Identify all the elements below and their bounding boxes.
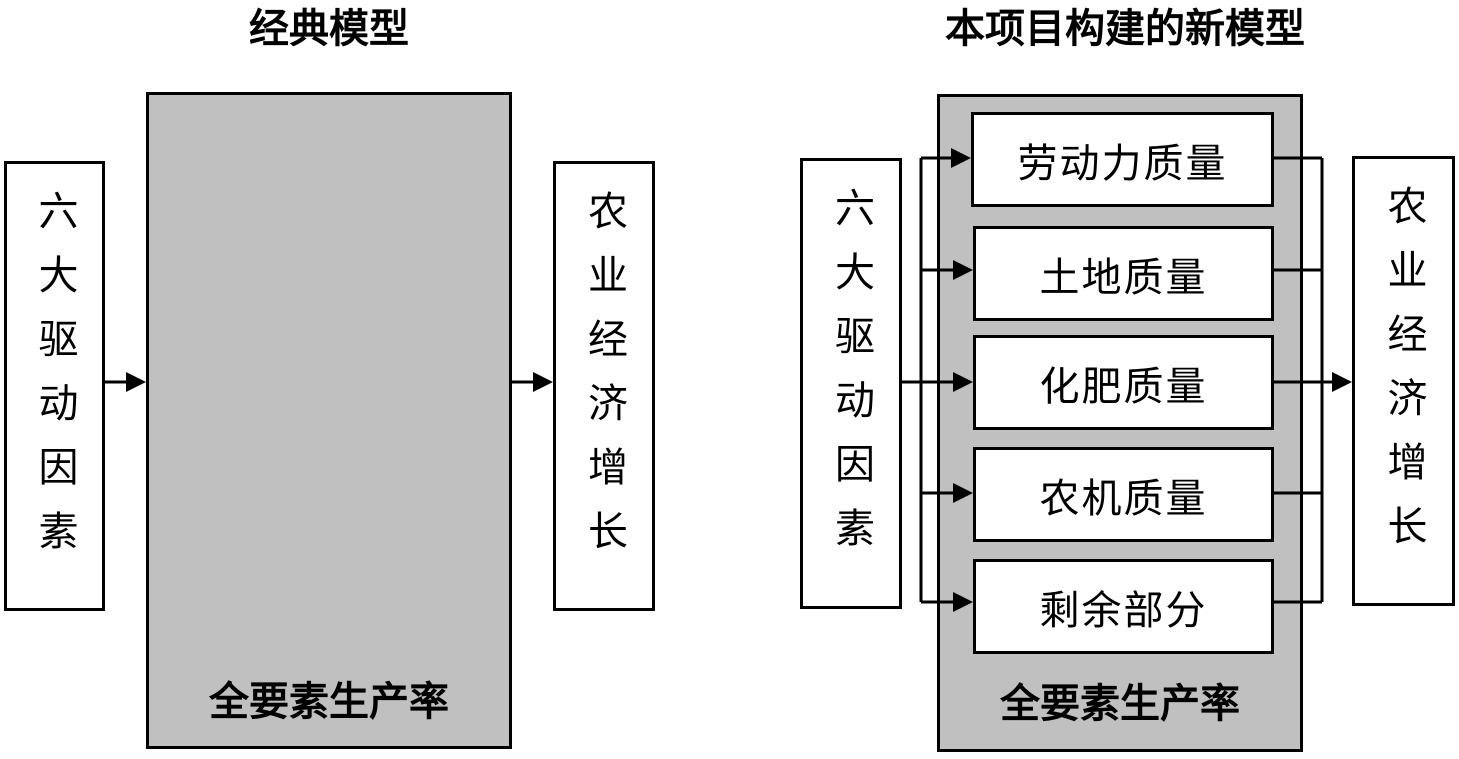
classic-arrowhead-in <box>126 372 146 392</box>
component-box-land-quality: 土地质量 <box>973 226 1274 321</box>
new-arrowhead-2 <box>953 260 973 280</box>
new-input-label: 六大驱动因素 <box>828 187 874 571</box>
new-input-box: 六大驱动因素 <box>800 158 902 609</box>
component-label: 农机质量 <box>1039 475 1208 522</box>
classic-tfp-label: 全要素生产率 <box>209 679 449 725</box>
new-arrowhead-out <box>1332 372 1352 392</box>
new-arrowhead-5 <box>953 592 973 612</box>
new-arrowhead-3 <box>953 372 973 392</box>
new-output-label: 农业经济增长 <box>1380 185 1427 569</box>
new-arrowhead-1 <box>951 148 971 168</box>
classic-output-box: 农业经济增长 <box>553 161 655 611</box>
classic-arrowhead-out <box>533 372 553 392</box>
new-model-title: 本项目构建的新模型 <box>945 6 1305 52</box>
classic-tfp-box <box>146 92 512 749</box>
classic-model-title: 经典模型 <box>249 6 409 52</box>
classic-input-label: 六大驱动因素 <box>31 190 78 574</box>
component-label: 剩余部分 <box>1039 587 1208 634</box>
new-output-box: 农业经济增长 <box>1352 156 1455 606</box>
component-label: 土地质量 <box>1039 254 1208 301</box>
component-box-fertilizer-quality: 化肥质量 <box>973 335 1274 430</box>
component-box-machinery-quality: 农机质量 <box>973 447 1274 542</box>
classic-input-box: 六大驱动因素 <box>4 161 105 611</box>
new-arrowhead-4 <box>953 483 973 503</box>
component-label: 化肥质量 <box>1039 363 1208 410</box>
new-tfp-label: 全要素生产率 <box>1000 681 1240 727</box>
component-box-residual: 剩余部分 <box>973 559 1274 654</box>
component-box-labor-quality: 劳动力质量 <box>971 112 1274 207</box>
component-label: 劳动力质量 <box>1017 140 1228 187</box>
classic-output-label: 农业经济增长 <box>581 190 627 574</box>
